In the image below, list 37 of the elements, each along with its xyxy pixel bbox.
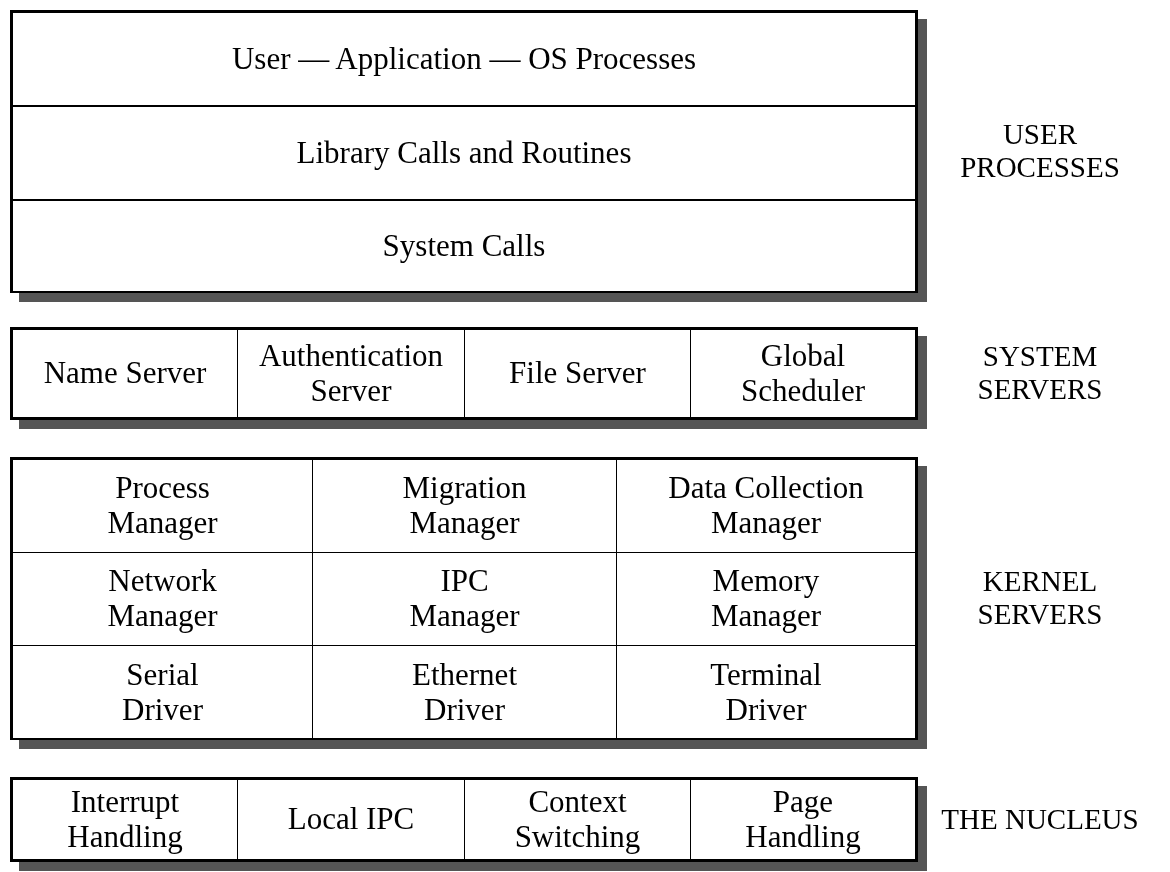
component-cell — [464, 329, 691, 418]
layer-name: KERNEL SERVERS — [976, 565, 1104, 632]
layer-name: THE NUCLEUS — [940, 803, 1140, 837]
component-label: Library Calls and Routines — [296, 135, 632, 171]
component-label: Terminal Driver — [709, 657, 823, 728]
component-label: Ethernet Driver — [411, 657, 518, 728]
component-label: Migration Manager — [401, 471, 528, 541]
component-label: Data Collection Manager — [667, 471, 865, 541]
component-label: Interrupt Handling — [66, 784, 184, 855]
component-label: System Calls — [382, 229, 546, 264]
component-label: Serial Driver — [121, 657, 204, 728]
component-cell — [616, 459, 916, 553]
component-label: File Server — [509, 356, 646, 391]
component-cell — [12, 329, 238, 418]
component-cell — [464, 779, 691, 860]
component-label: Network Manager — [106, 564, 219, 634]
component-label: IPC Manager — [408, 564, 521, 634]
component-label: User — Application — OS Processes — [231, 41, 697, 77]
component-label: Process Manager — [106, 471, 219, 541]
component-cell — [690, 329, 916, 418]
layer-name: USER PROCESSES — [959, 118, 1121, 185]
component-label: Page Handling — [744, 784, 862, 855]
component-cell — [12, 779, 238, 860]
component-cell — [12, 200, 916, 293]
component-label: Local IPC — [287, 802, 415, 837]
component-cell — [12, 459, 313, 553]
component-cell — [237, 329, 465, 418]
component-label: Context Switching — [513, 784, 642, 855]
component-label: Memory Manager — [709, 564, 823, 634]
component-cell — [237, 779, 465, 860]
component-label: Authentication Server — [257, 338, 445, 409]
component-label: Name Server — [43, 356, 207, 391]
component-cell — [690, 779, 916, 860]
layer-name: SYSTEM SERVERS — [976, 340, 1104, 407]
component-cell — [12, 106, 916, 200]
component-label: Global Scheduler — [740, 338, 866, 409]
component-cell — [12, 12, 916, 106]
